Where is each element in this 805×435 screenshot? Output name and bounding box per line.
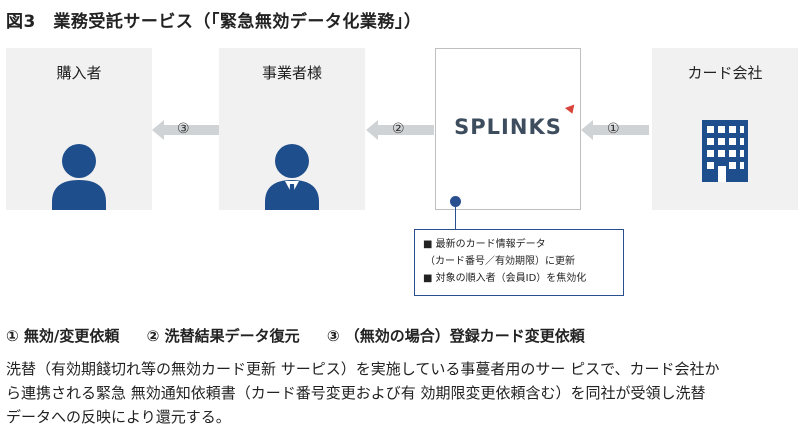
- arrow-3-label: ③: [177, 121, 190, 137]
- purchaser-box: 購入者: [6, 48, 152, 210]
- card-company-label: カード会社: [687, 64, 763, 82]
- card-company-box: カード会社: [652, 48, 798, 210]
- arrow-1-label: ①: [607, 121, 620, 137]
- legend-item-1: ① 無効/変更依頼: [6, 327, 120, 345]
- splinks-box: SPLINKS: [435, 48, 581, 210]
- arrow-2: [366, 120, 434, 140]
- page-title: 図3 業務受託サービス（「緊急無効データ化業務」）: [6, 12, 422, 32]
- merchant-box: 事業者様: [219, 48, 365, 210]
- note-dot: [450, 196, 461, 207]
- note-line-3: ■ 対象の順入者（会員ID）を焦効化: [423, 273, 587, 284]
- note-connector: [455, 200, 456, 230]
- description-line-2: ら連携される緊急 無効通知依頼書（カード番号変更および有 効期限変更依頼含む）を…: [6, 384, 706, 402]
- description-line-3: データへの反映により還元する。: [6, 408, 231, 426]
- person-icon: [52, 144, 106, 210]
- process-note: ■ 最新のカード情報データ （カード番号／有効期限）に更新 ■ 対象の順入者（会…: [414, 229, 624, 296]
- merchant-label: 事業者様: [261, 64, 322, 82]
- legend-item-3: ③ （無効の場合）登録カード変更依頼: [326, 327, 585, 345]
- legend: ① 無効/変更依頼 ② 洗替結果データ復元 ③ （無効の場合）登録カード変更依頼: [6, 325, 607, 346]
- logo-mark-icon: [564, 104, 578, 116]
- arrow-3: [152, 120, 220, 140]
- description-line-1: 洗替（有効期餞切れ等の無効カード更新 サーピス）を実施している事蔓者用のサー ピ…: [6, 360, 720, 378]
- arrow-1: [581, 120, 649, 140]
- description: 洗替（有効期餞切れ等の無効カード更新 サーピス）を実施している事蔓者用のサー ピ…: [6, 357, 801, 429]
- arrow-2-label: ②: [392, 121, 405, 137]
- building-icon: [702, 120, 748, 182]
- business-person-icon: [265, 144, 319, 210]
- legend-item-2: ② 洗替結果データ復元: [146, 327, 300, 345]
- splinks-logo: SPLINKS: [454, 115, 562, 139]
- note-line-2: （カード番号／有効期限）に更新: [425, 256, 575, 267]
- purchaser-label: 購入者: [56, 64, 102, 82]
- note-line-1: ■ 最新のカード情報データ: [423, 239, 546, 250]
